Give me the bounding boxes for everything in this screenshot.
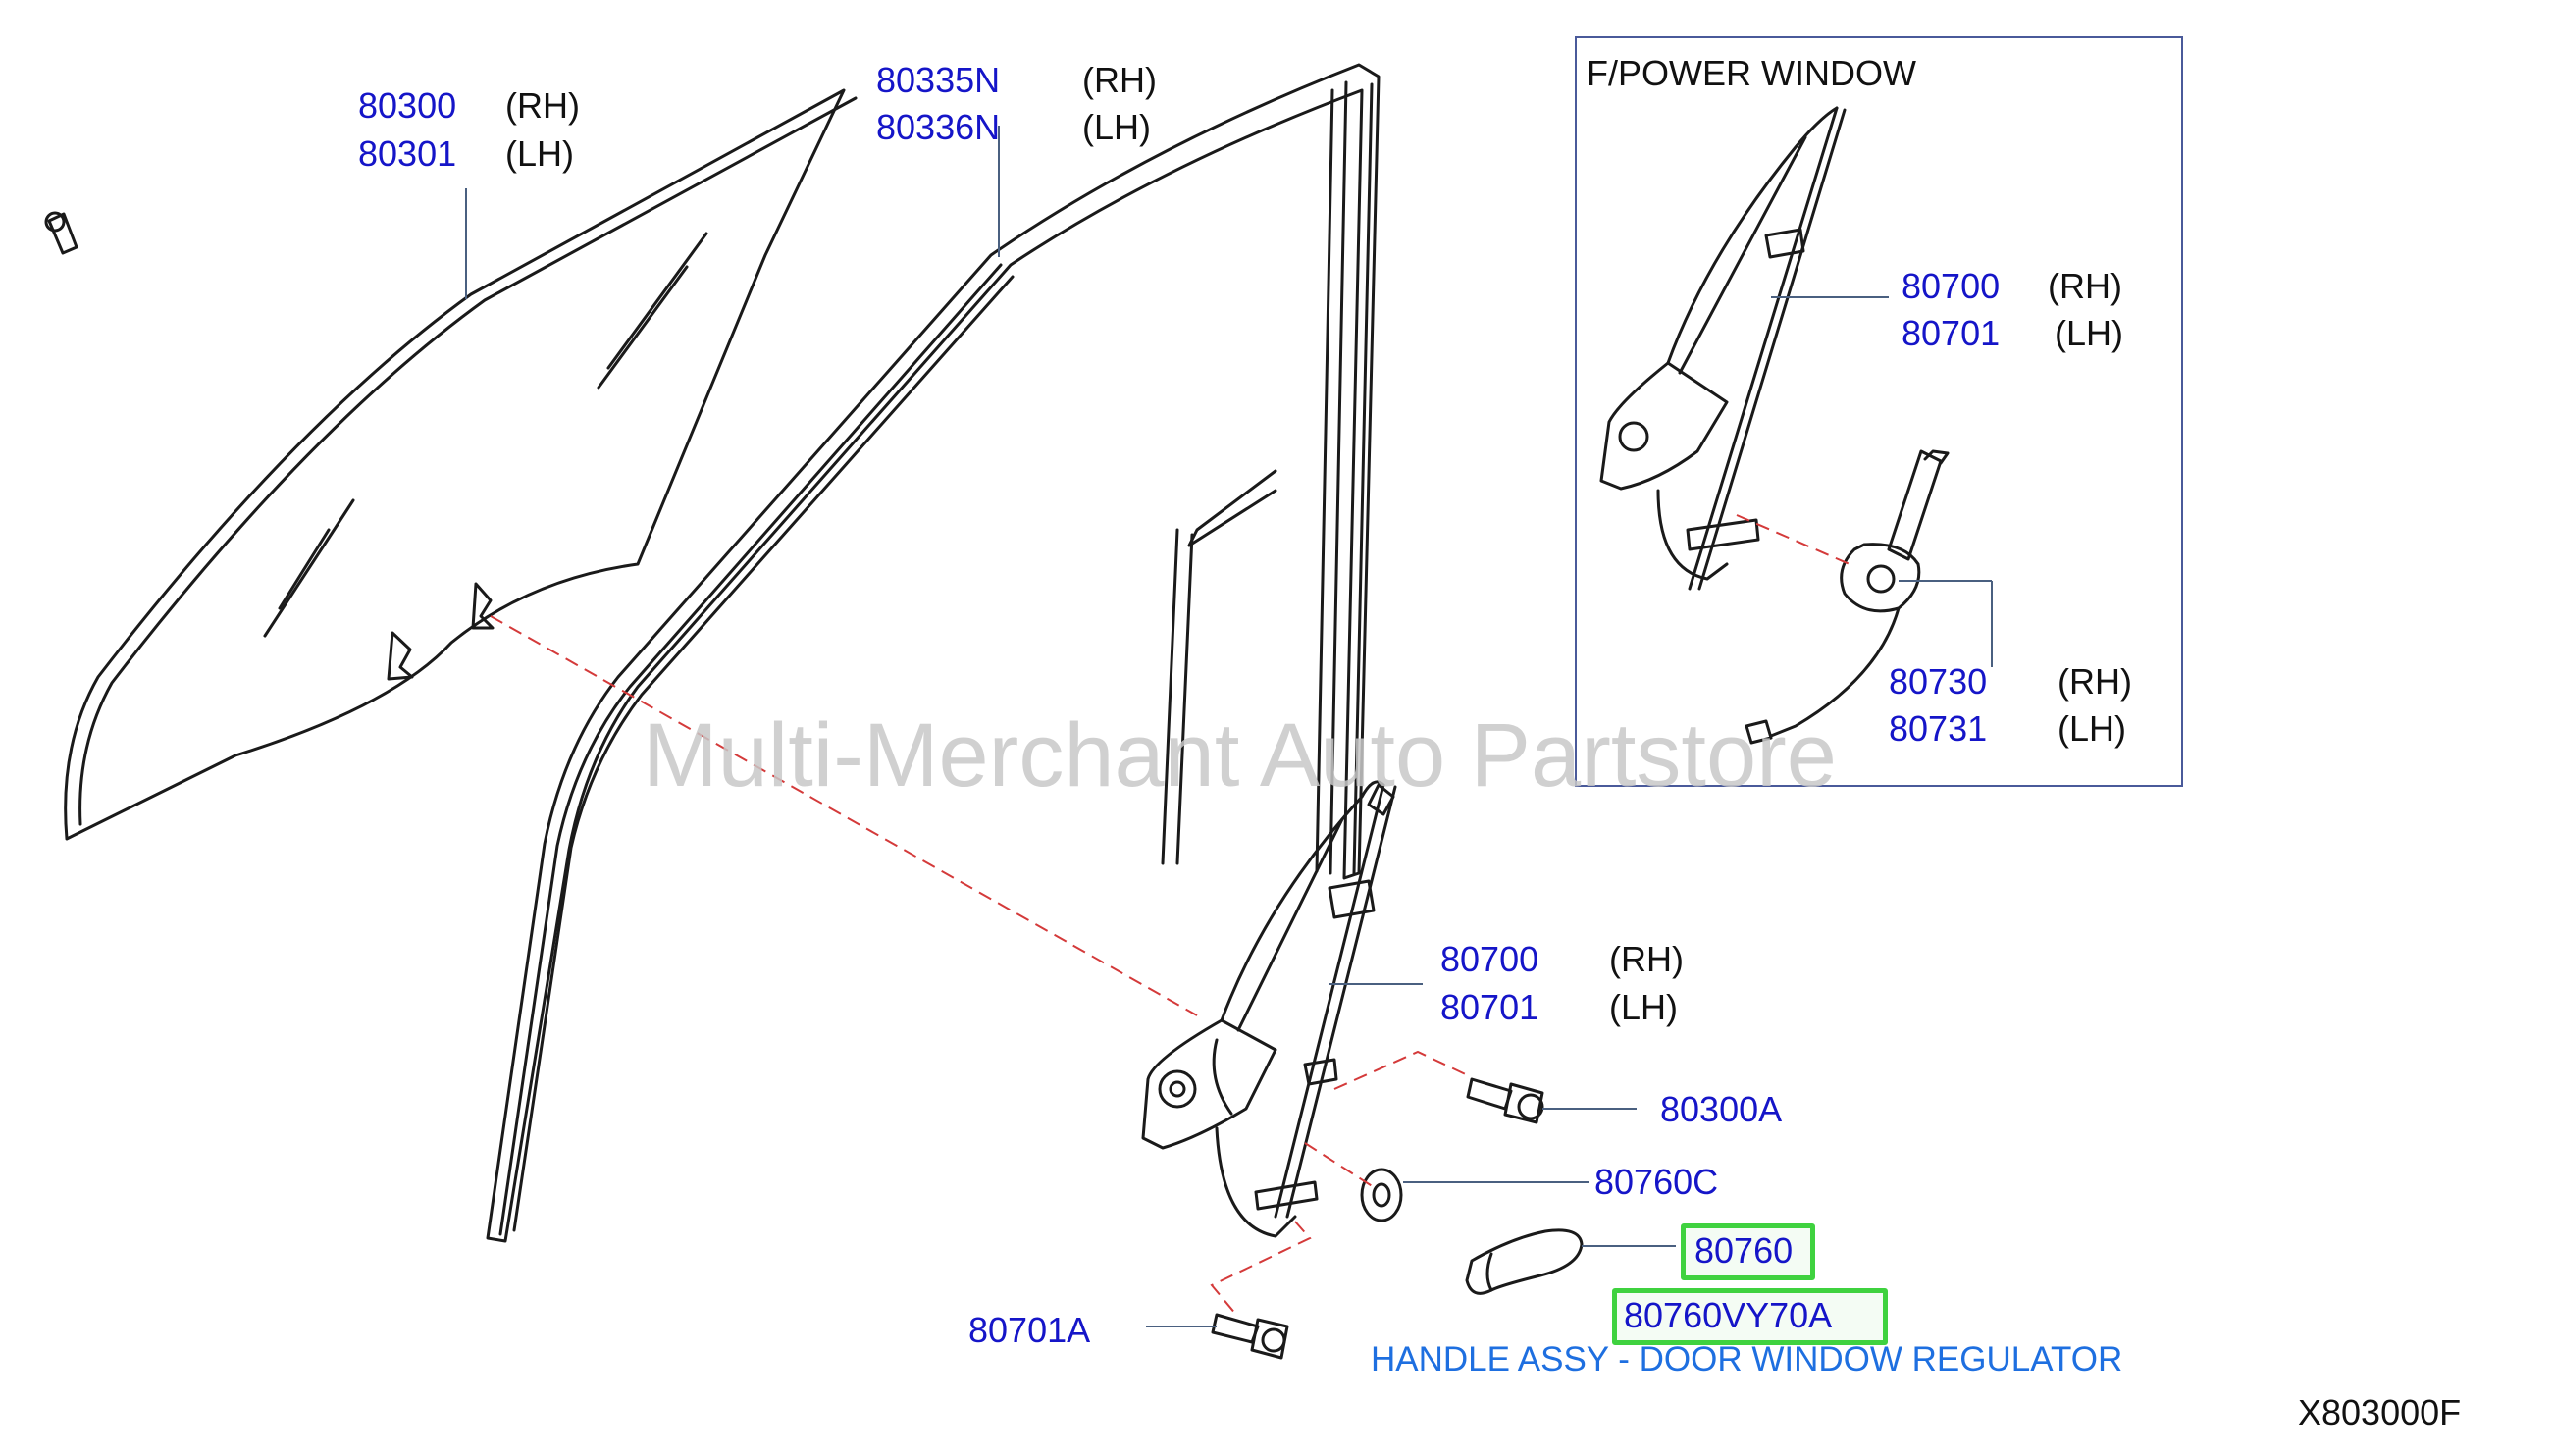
label-80701a[interactable]: 80701A: [968, 1310, 1091, 1350]
label-80731-side: (LH): [2058, 708, 2126, 749]
label-80701[interactable]: 80701: [1440, 987, 1539, 1027]
label-80731[interactable]: 80731: [1889, 708, 1988, 749]
label-80300a[interactable]: 80300A: [1660, 1089, 1783, 1129]
label-80700-side: (RH): [1609, 939, 1684, 979]
label-80336n[interactable]: 80336N: [876, 107, 1001, 147]
inset-title: F/POWER WINDOW: [1587, 53, 1916, 93]
door-glass: [64, 88, 858, 841]
label-80301-side: (LH): [505, 133, 574, 174]
dashed-assembly-lines: [490, 514, 1850, 1316]
highlight-80760vy70a: [1612, 1288, 1888, 1345]
leader-lines: [465, 126, 1993, 1327]
clip-screw: [44, 211, 78, 255]
handle-description: HANDLE ASSY - DOOR WINDOW REGULATOR: [1371, 1340, 2123, 1378]
label-80760[interactable]: 80760: [1694, 1230, 1794, 1271]
door-sash: [486, 63, 1381, 1243]
label-80301[interactable]: 80301: [358, 133, 457, 174]
bolt-80300a: [1466, 1077, 1544, 1124]
label-80760c[interactable]: 80760C: [1594, 1162, 1719, 1202]
label-80701-side: (LH): [1609, 987, 1678, 1027]
diagram-code: X803000F: [2298, 1392, 2462, 1432]
power-window-motor: [1745, 449, 1950, 745]
label-power-80701[interactable]: 80701: [1902, 313, 2001, 353]
label-power-80701-side: (LH): [2055, 313, 2123, 353]
label-80760vy70a[interactable]: 80760VY70A: [1624, 1295, 1833, 1335]
label-80730-side: (RH): [2058, 661, 2132, 702]
escutcheon-80760c: [1360, 1168, 1403, 1222]
label-80730[interactable]: 80730: [1889, 661, 1988, 702]
regulator-handle: [1465, 1228, 1584, 1295]
label-power-80700-side: (RH): [2048, 266, 2122, 306]
power-window-regulator: [1599, 106, 1847, 591]
label-80335n-side: (RH): [1082, 60, 1157, 100]
label-80336n-side: (LH): [1082, 107, 1151, 147]
label-power-80700[interactable]: 80700: [1902, 266, 2001, 306]
manual-window-regulator: [1141, 780, 1397, 1238]
highlight-80760: [1681, 1223, 1815, 1280]
bolt-80701a: [1211, 1313, 1289, 1360]
label-80300[interactable]: 80300: [358, 85, 457, 126]
label-80700[interactable]: 80700: [1440, 939, 1539, 979]
label-80300-side: (RH): [505, 85, 580, 126]
watermark: Multi-Merchant Auto Partstore: [643, 705, 1837, 806]
power-window-inset: [1575, 36, 2183, 787]
label-80335n[interactable]: 80335N: [876, 60, 1001, 100]
